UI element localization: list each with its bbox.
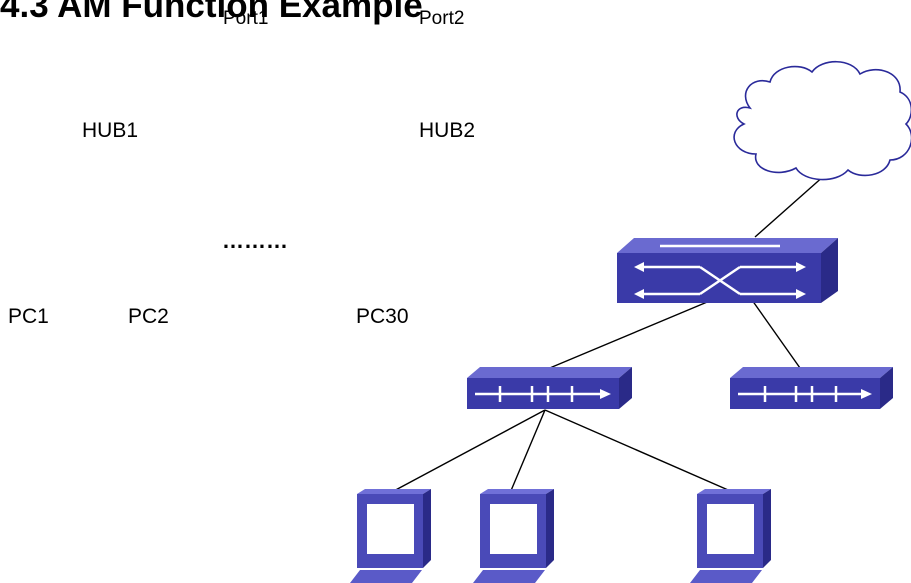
page-title: 4.3 AM Function Example — [0, 0, 423, 25]
link-cloud-switch — [754, 174, 826, 238]
pc30-label: PC30 — [356, 305, 409, 328]
hub2-label: HUB2 — [419, 119, 476, 142]
pc2-icon — [473, 489, 554, 583]
port1-label: Port1 — [223, 8, 269, 29]
link-switch-hub1 — [544, 299, 713, 371]
link-hub1-pc1 — [389, 409, 546, 494]
cloud-icon — [733, 61, 911, 181]
connection-lines — [389, 174, 826, 494]
pc2-label: PC2 — [128, 305, 169, 328]
pc30-icon — [690, 489, 771, 583]
link-hub1-pc30 — [544, 409, 736, 494]
core-switch-icon — [617, 238, 838, 303]
link-hub1-pc2 — [509, 409, 546, 494]
pc1-label: PC1 — [8, 305, 49, 328]
hub1-label: HUB1 — [82, 119, 139, 142]
pc1-icon — [350, 489, 431, 583]
ellipsis-text: ……… — [222, 228, 288, 253]
port2-label: Port2 — [419, 8, 465, 29]
hub1-icon — [467, 367, 632, 409]
link-switch-hub2 — [751, 299, 801, 369]
hub2-icon — [730, 367, 893, 409]
